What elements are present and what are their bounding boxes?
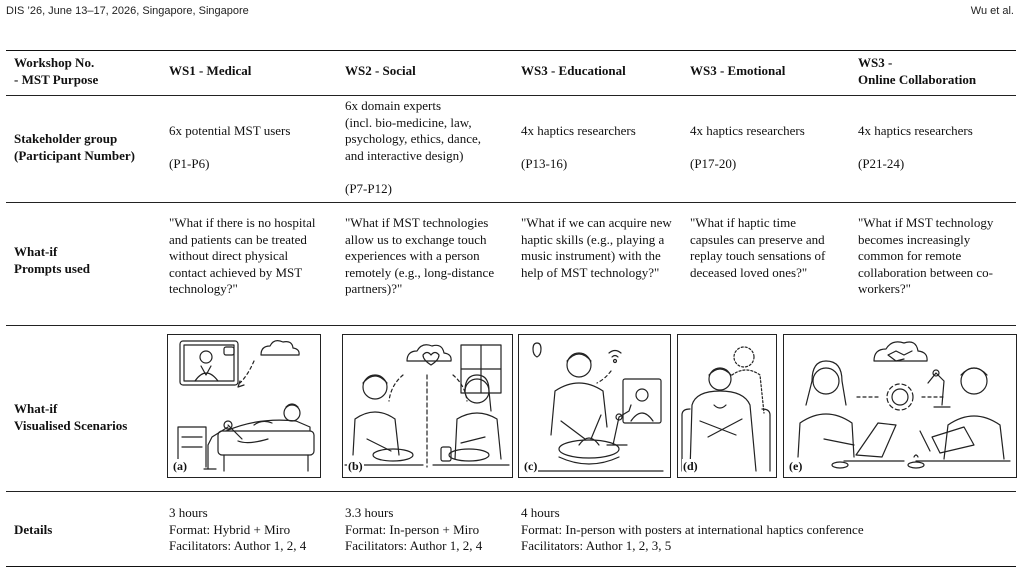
column-title-ws1: WS1 - Medical (169, 63, 252, 78)
column-title-ws3-collaboration: WS3 - Online Collaboration (858, 55, 977, 87)
row-divider-2 (6, 325, 1016, 326)
scenario-illustration-social: (b) (342, 334, 513, 478)
table-bottom-rule (6, 566, 1016, 567)
scenario-illustration-medical: (a) (167, 334, 321, 478)
scenario-illustration-emotional: (d) (677, 334, 777, 478)
row-header-stakeholder: Stakeholder group (Participant Number) (14, 131, 135, 163)
time-capsule-sketch (681, 346, 771, 472)
scenario-label-e: (e) (788, 459, 804, 474)
prompt-ws3-educational: "What if we can acquire new haptic skill… (521, 215, 672, 280)
column-title-ws2: WS2 - Social (345, 63, 416, 78)
prompt-ws2: "What if MST technologies allow us to ex… (345, 215, 495, 296)
scenario-label-a: (a) (172, 459, 188, 474)
row-divider-3 (6, 491, 1016, 492)
table-top-rule (6, 50, 1016, 51)
pottery-learning-sketch (526, 342, 664, 472)
running-header-venue: DIS ’26, June 13–17, 2026, Singapore, Si… (6, 5, 249, 17)
scenario-illustration-collaboration: (e) (783, 334, 1017, 478)
scenario-label-c: (c) (523, 459, 539, 474)
stakeholder-ws3-emotional: 4x haptics researchers (P17-20) (690, 123, 805, 171)
row-header-prompts: What-if Prompts used (14, 244, 90, 276)
scenario-label-b: (b) (347, 459, 364, 474)
row-header-workshop: Workshop No. - MST Purpose (14, 55, 99, 87)
stakeholder-ws3-collaboration: 4x haptics researchers (P21-24) (858, 123, 973, 171)
remote-touch-sketch (344, 344, 510, 468)
remote-doctor-sketch (177, 340, 315, 472)
stakeholder-ws2: 6x domain experts (incl. bio-medicine, l… (345, 98, 481, 196)
scenario-label-d: (d) (682, 459, 699, 474)
prompt-ws1: "What if there is no hospital and patien… (169, 215, 316, 296)
column-title-ws3-educational: WS3 - Educational (521, 63, 626, 78)
remote-collaboration-sketch (797, 341, 1011, 469)
row-divider-1 (6, 202, 1016, 203)
stakeholder-ws1: 6x potential MST users (P1-P6) (169, 123, 291, 171)
stakeholder-ws3-educational: 4x haptics researchers (P13-16) (521, 123, 636, 171)
details-ws3: 4 hours Format: In-person with posters a… (521, 505, 864, 553)
details-ws1: 3 hours Format: Hybrid + Miro Facilitato… (169, 505, 307, 553)
scenario-illustration-educational: (c) (518, 334, 671, 478)
details-ws2: 3.3 hours Format: In-person + Miro Facil… (345, 505, 483, 553)
table-header-rule (6, 95, 1016, 96)
prompt-ws3-emotional: "What if haptic time capsules can preser… (690, 215, 826, 280)
prompt-ws3-collaboration: "What if MST technology becomes increasi… (858, 215, 994, 296)
row-header-scenarios: What-if Visualised Scenarios (14, 401, 128, 433)
running-header-authors: Wu et al. (970, 5, 1014, 17)
column-title-ws3-emotional: WS3 - Emotional (690, 63, 786, 78)
row-header-details: Details (14, 522, 53, 537)
